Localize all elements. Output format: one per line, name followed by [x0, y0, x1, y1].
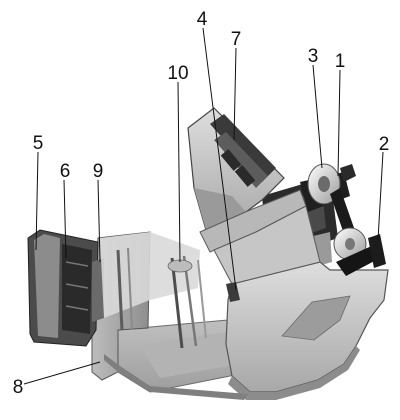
callout-label-2: 2	[378, 134, 390, 155]
media-guide-rods	[100, 232, 207, 349]
callout-label-8: 8	[12, 377, 24, 398]
callout-label-3: 3	[307, 46, 319, 67]
callout-label-7: 7	[230, 29, 242, 50]
printer-right-side-housing	[225, 261, 389, 400]
callout-label-5: 5	[32, 133, 44, 154]
callout-label-4: 4	[196, 9, 208, 30]
callout-label-10: 10	[167, 63, 189, 84]
callout-label-9: 9	[92, 161, 104, 182]
open-top-lid	[187, 107, 285, 231]
callout-leader-lines	[23, 27, 384, 385]
printhead-bridge	[199, 189, 321, 302]
release-lever	[333, 227, 386, 276]
callout-label-6: 6	[59, 161, 71, 182]
callout-label-1: 1	[334, 51, 346, 72]
left-open-cover	[27, 229, 104, 347]
